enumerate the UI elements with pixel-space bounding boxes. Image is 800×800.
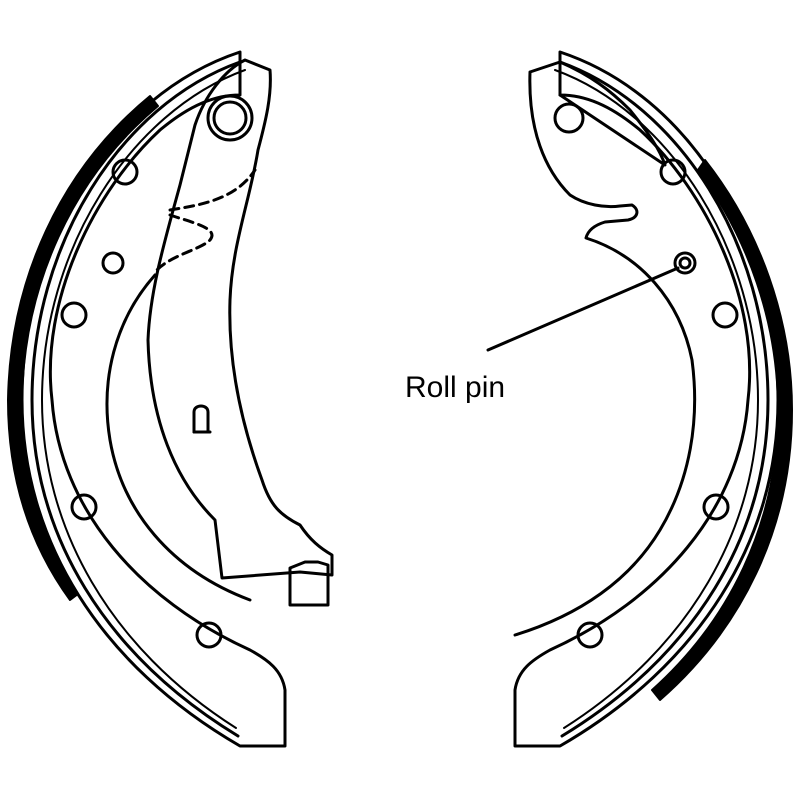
right-shoe-rivet-hole	[659, 158, 687, 186]
right-shoe-rim-inner-line	[558, 60, 770, 738]
right-shoe-rivet-hole	[711, 301, 739, 329]
left-brake-shoe	[7, 50, 334, 748]
left-shoe-rivet-hole	[101, 251, 125, 275]
left-shoe-dashed-spring-1	[168, 168, 257, 212]
left-shoe-rim-inner-line	[30, 60, 242, 738]
right-shoe-rivet-hole	[702, 493, 730, 521]
roll-pin-leader-line	[486, 266, 680, 352]
left-shoe-outer-rim	[20, 50, 287, 748]
left-shoe-adjuster-block	[288, 560, 330, 607]
left-shoe-rivet-hole	[70, 493, 98, 521]
right-shoe-rivet-hole	[553, 102, 585, 134]
roll-pin-label: Roll pin	[405, 371, 505, 404]
left-shoe-web	[146, 58, 334, 580]
left-shoe-dashed-spring-2	[153, 213, 214, 274]
left-shoe-web-inner-arc	[105, 273, 252, 602]
right-shoe-web	[513, 60, 697, 637]
left-shoe-pivot-inner	[212, 100, 248, 136]
left-shoe-pivot-outer	[206, 94, 254, 142]
roll-pin-outer	[673, 251, 697, 275]
roll-pin-callout: Roll pin	[405, 266, 680, 404]
right-brake-shoe	[513, 50, 793, 748]
left-shoe-rim-inner-line-2	[41, 69, 246, 729]
right-shoe-rivet-hole	[576, 621, 604, 649]
right-shoe-outer-rim	[513, 50, 780, 748]
roll-pin-inner	[678, 256, 692, 270]
right-shoe-lining	[651, 159, 793, 701]
right-shoe-rim-inner-line-2	[554, 69, 759, 729]
left-shoe-rivet-hole	[60, 301, 88, 329]
left-shoe-tab	[192, 404, 210, 434]
left-shoe-rivet-hole	[111, 158, 139, 186]
left-shoe-rivet-hole	[195, 621, 223, 649]
